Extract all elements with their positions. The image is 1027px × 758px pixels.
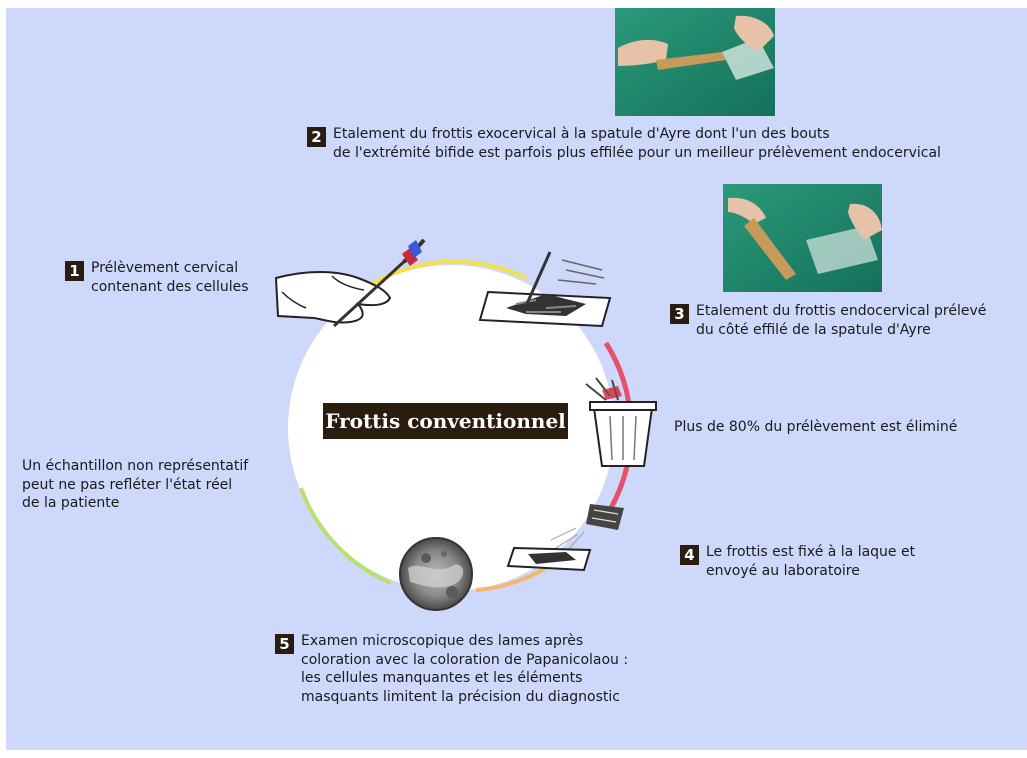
note-eliminated: Plus de 80% du prélèvement est éliminé: [674, 418, 957, 437]
step-3-number: 3: [670, 304, 689, 324]
diagram-panel: Frottis conventionnel 1 Prélèvement cerv…: [6, 8, 1027, 750]
step-1-number: 1: [65, 261, 84, 281]
step-5-number: 5: [275, 634, 294, 654]
step-3-text: Etalement du frottis endocervical prélev…: [696, 302, 986, 339]
step-5-text: Examen microscopique des lames après col…: [301, 632, 628, 706]
step-2-text: Etalement du frottis exocervical à la sp…: [333, 125, 941, 162]
step-2-number: 2: [307, 127, 326, 147]
note-representativity: Un échantillon non représentatif peut ne…: [22, 457, 248, 513]
step-4-text: Le frottis est fixé à la laque et envoyé…: [706, 543, 915, 580]
step-4: 4 Le frottis est fixé à la laque et envo…: [680, 543, 915, 580]
diagram-title: Frottis conventionnel: [323, 403, 568, 439]
step-3: 3 Etalement du frottis endocervical prél…: [670, 302, 986, 339]
step-1-text: Prélèvement cervical contenant des cellu…: [91, 259, 249, 296]
photo-spatula-smear-exocervical: [615, 8, 775, 116]
microscope-view-icon: [400, 538, 472, 610]
photo-spatula-smear-endocervical: [723, 184, 882, 292]
step-5: 5 Examen microscopique des lames après c…: [275, 632, 628, 706]
step-4-number: 4: [680, 545, 699, 565]
step-1: 1 Prélèvement cervical contenant des cel…: [65, 259, 249, 296]
step-2: 2 Etalement du frottis exocervical à la …: [307, 125, 941, 162]
